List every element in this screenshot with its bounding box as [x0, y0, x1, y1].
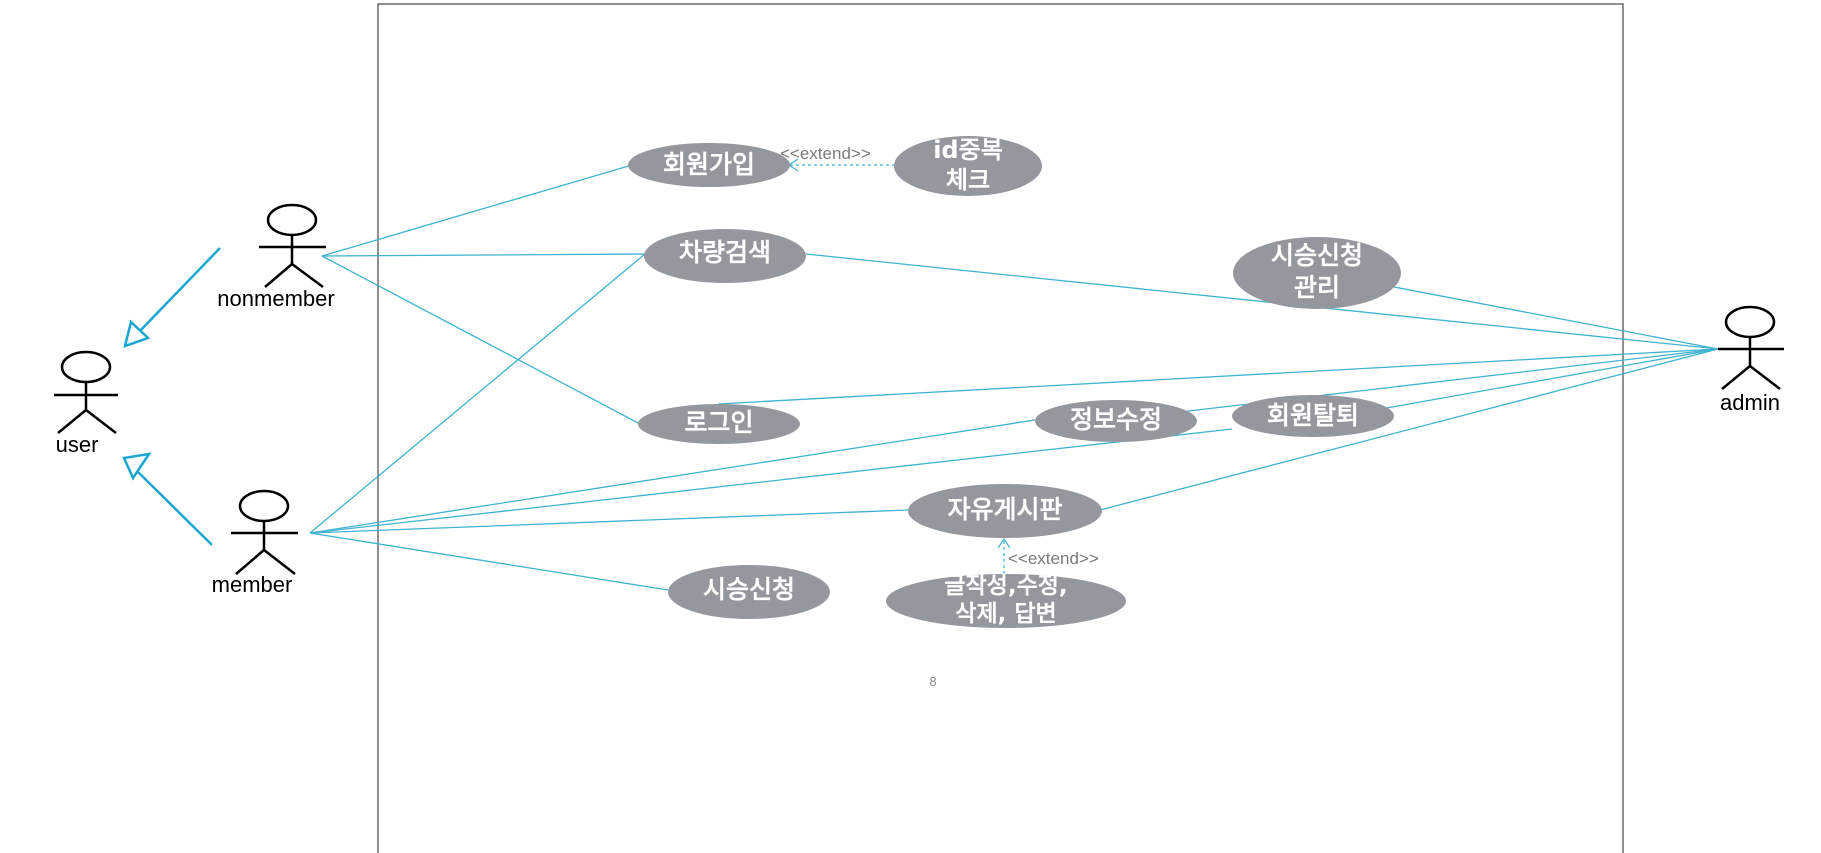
actor-admin-head [1724, 305, 1776, 339]
generalization-nonmember-user [137, 247, 221, 334]
actor-nonmember [259, 203, 326, 289]
usecase-testdrive-manage-line2: 관리 [1294, 273, 1340, 302]
usecase-id-check: id중복 체크 [894, 136, 1042, 196]
actor-admin [1718, 305, 1784, 390]
usecase-info-edit: 정보수정 [1035, 400, 1197, 442]
association-lines [309, 164, 1719, 591]
usecase-car-search-label: 차량검색 [679, 238, 771, 267]
generalization-member-user [137, 471, 213, 546]
usecase-car-search: 차량검색 [644, 229, 806, 283]
usecase-login-label: 로그인 [684, 408, 753, 437]
assoc-member-carsearch [309, 253, 646, 534]
actor-nonmember-leg-right [291, 262, 324, 289]
actor-nonmember-leg-left [264, 263, 293, 288]
usecase-id-check-shape [894, 136, 1042, 196]
usecase-withdraw-shape [1232, 395, 1394, 437]
system-boundary [377, 3, 1624, 853]
usecase-id-check-line2: 체크 [946, 166, 990, 194]
usecase-testdrive-apply-shape [668, 565, 830, 619]
assoc-admin-carsearch [805, 253, 1719, 350]
assoc-member-testdrive [309, 532, 669, 591]
actor-admin-leg-right [1749, 365, 1781, 390]
page-number: 8 [929, 674, 936, 689]
usecase-login: 로그인 [638, 404, 800, 444]
actor-user-leg-right [85, 409, 117, 434]
actor-member-head [238, 489, 290, 523]
extend-label-board: <<extend>> [1008, 549, 1099, 568]
usecase-car-search-shape [644, 229, 806, 283]
actor-user-leg-left [57, 409, 87, 434]
actor-user [54, 350, 118, 434]
assoc-admin-login [717, 348, 1719, 405]
actor-user-label: user [56, 432, 99, 457]
assoc-member-withdraw [309, 428, 1233, 534]
usecase-info-edit-label: 정보수정 [1070, 405, 1162, 434]
usecase-signup-shape [628, 143, 790, 187]
generalization-arrows [122, 247, 221, 546]
usecase-free-board-label: 자유게시판 [947, 495, 1062, 524]
actor-user-head [60, 350, 112, 384]
usecase-testdrive-manage-shape [1233, 237, 1401, 309]
assoc-admin-manage [1393, 286, 1719, 350]
usecase-withdraw-label: 회원탈퇴 [1267, 401, 1359, 430]
assoc-nonmember-carsearch [321, 253, 646, 257]
assoc-nonmember-login [321, 255, 641, 425]
usecase-post-actions-line1: 글작성,수정, [944, 573, 1067, 599]
usecase-testdrive-manage: 시승신청 관리 [1233, 237, 1401, 309]
actor-member-leg-left [235, 549, 265, 575]
assoc-member-infoedit [309, 419, 1036, 534]
generalization-head-bottom [122, 452, 152, 481]
usecase-info-edit-shape [1035, 400, 1197, 442]
actor-nonmember-head [266, 203, 318, 237]
usecase-signup-label: 회원가입 [663, 150, 755, 179]
extend-arrowhead-board [997, 537, 1011, 549]
usecase-withdraw: 회원탈퇴 [1232, 395, 1394, 437]
usecase-signup: 회원가입 [628, 143, 790, 187]
assoc-admin-withdraw [1380, 348, 1719, 410]
assoc-admin-freeboard [1099, 348, 1719, 511]
usecase-testdrive-apply: 시승신청 [668, 565, 830, 619]
actor-admin-label: admin [1720, 390, 1780, 415]
assoc-member-freeboard [309, 509, 909, 534]
usecase-testdrive-manage-line1: 시승신청 [1271, 241, 1363, 270]
actor-admin-leg-left [1721, 365, 1751, 390]
usecase-id-check-line1: id중복 [933, 136, 1003, 164]
extend-label-signup: <<extend>> [780, 144, 871, 163]
usecase-free-board-shape [908, 484, 1102, 538]
generalization-head-top [123, 319, 151, 348]
actor-nonmember-label: nonmember [217, 286, 334, 311]
usecase-post-actions-shape [886, 574, 1126, 628]
assoc-nonmember-signup [321, 164, 633, 257]
usecase-testdrive-apply-label: 시승신청 [703, 575, 795, 604]
usecase-free-board: 자유게시판 [908, 484, 1102, 538]
actor-member-label: member [212, 572, 293, 597]
actor-member-leg-right [263, 549, 296, 575]
actor-member [231, 489, 298, 575]
usecase-login-shape [638, 404, 800, 444]
usecase-post-actions: 글작성,수정, 삭제, 답변 [886, 573, 1126, 628]
usecase-post-actions-line2: 삭제, 답변 [955, 601, 1056, 627]
